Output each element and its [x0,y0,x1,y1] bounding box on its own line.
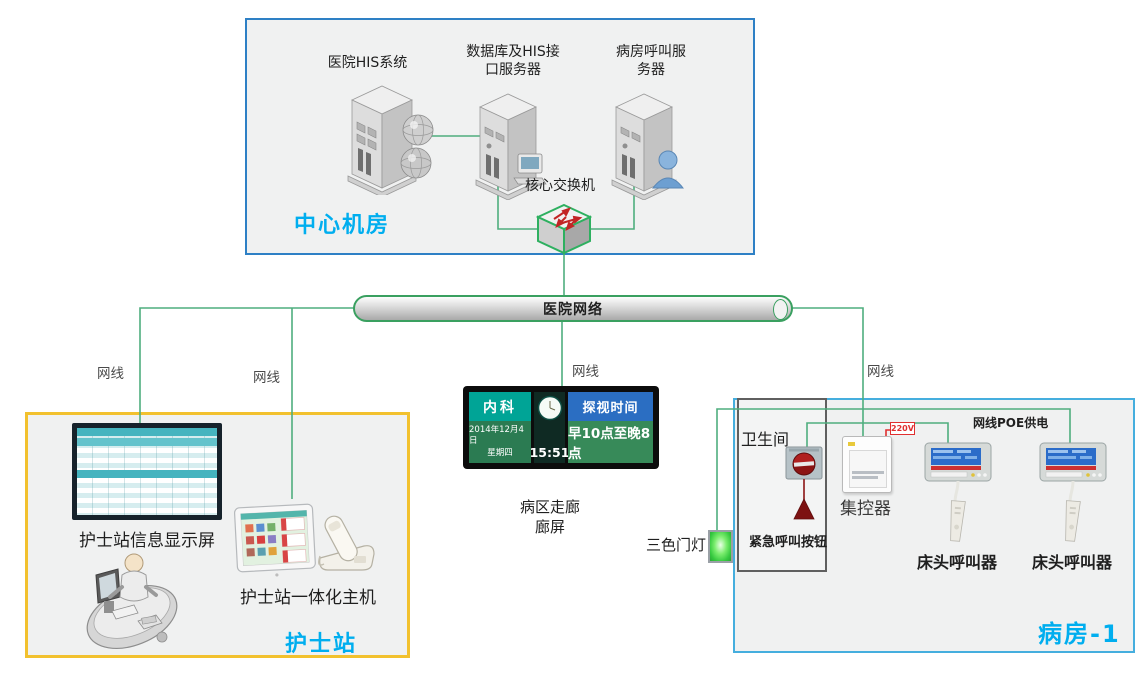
clock-icon [537,395,562,421]
cable-label-2: 网线 [253,370,280,386]
nurse-info-display [72,423,222,520]
bedside-caller-1-label: 床头呼叫器 [917,553,998,572]
central-room-title: 中心机房 [294,213,391,238]
bedside-caller-1-icon [924,442,992,542]
his-server-icon [347,85,434,195]
cable-label-4: 网线 [867,364,894,380]
emergency-button-label: 紧急呼叫按钮 [749,535,828,550]
nurse-host-label: 护士站一体化主机 [240,588,376,608]
power-220v-tag: 220V [890,422,915,435]
corridor-display: 内科 2014年12月4日星期四 15:51 探视时间 早10点至晚8点 [463,386,659,469]
bedside-caller-2-icon [1039,442,1107,542]
his-server-label: 医院HIS系统 [327,55,408,71]
corridor-visit-panel: 探视时间 早10点至晚8点 [568,392,653,463]
date-panel: 2014年12月4日星期四 [469,421,531,463]
cable-label-1: 网线 [97,366,124,382]
bedside-caller-2-label: 床头呼叫器 [1032,553,1113,572]
controller-panel [849,450,887,488]
door-light-icon [708,530,733,563]
db-server-label: 数据库及HIS接口服务器 [466,44,560,79]
dept-name: 内科 [469,392,531,421]
cable-label-3: 网线 [572,364,599,380]
call-server-icon [611,93,685,200]
door-light-label: 三色门灯 [646,536,707,554]
pipe-end-cap [773,299,788,320]
ward-title: 病房-1 [1038,620,1121,648]
emergency-button-icon [785,446,823,520]
visit-title: 探视时间 [568,392,653,421]
corridor-dept-panel: 内科 2014年12月4日星期四 [469,392,531,463]
visit-hours: 早10点至晚8点 [568,421,653,463]
telephone-icon [317,515,375,571]
nurse-display-table [77,428,217,515]
corridor-clock-panel: 15:51 [530,392,569,463]
core-switch-label: 核心交换机 [525,178,595,194]
poe-label: 网线POE供电 [973,416,1049,430]
hospital-network-pipe: 医院网络 [353,295,793,322]
call-server-label: 病房呼叫服务器 [616,44,686,79]
controller-indicator [848,442,855,446]
nurse-display-label: 护士站信息显示屏 [79,531,215,551]
corridor-caption: 病区走廊廊屏 [519,498,580,536]
clock-time: 15:51 [529,445,570,460]
bathroom-label: 卫生间 [741,430,790,449]
controller-icon [842,436,892,493]
network-pipe-label: 医院网络 [543,301,603,318]
controller-label: 集控器 [840,499,891,519]
nurse-host-tablet [233,503,316,577]
nurse-desk-illustration [86,553,178,649]
core-switch-icon [536,203,592,255]
nurse-station-title: 护士站 [285,632,358,657]
